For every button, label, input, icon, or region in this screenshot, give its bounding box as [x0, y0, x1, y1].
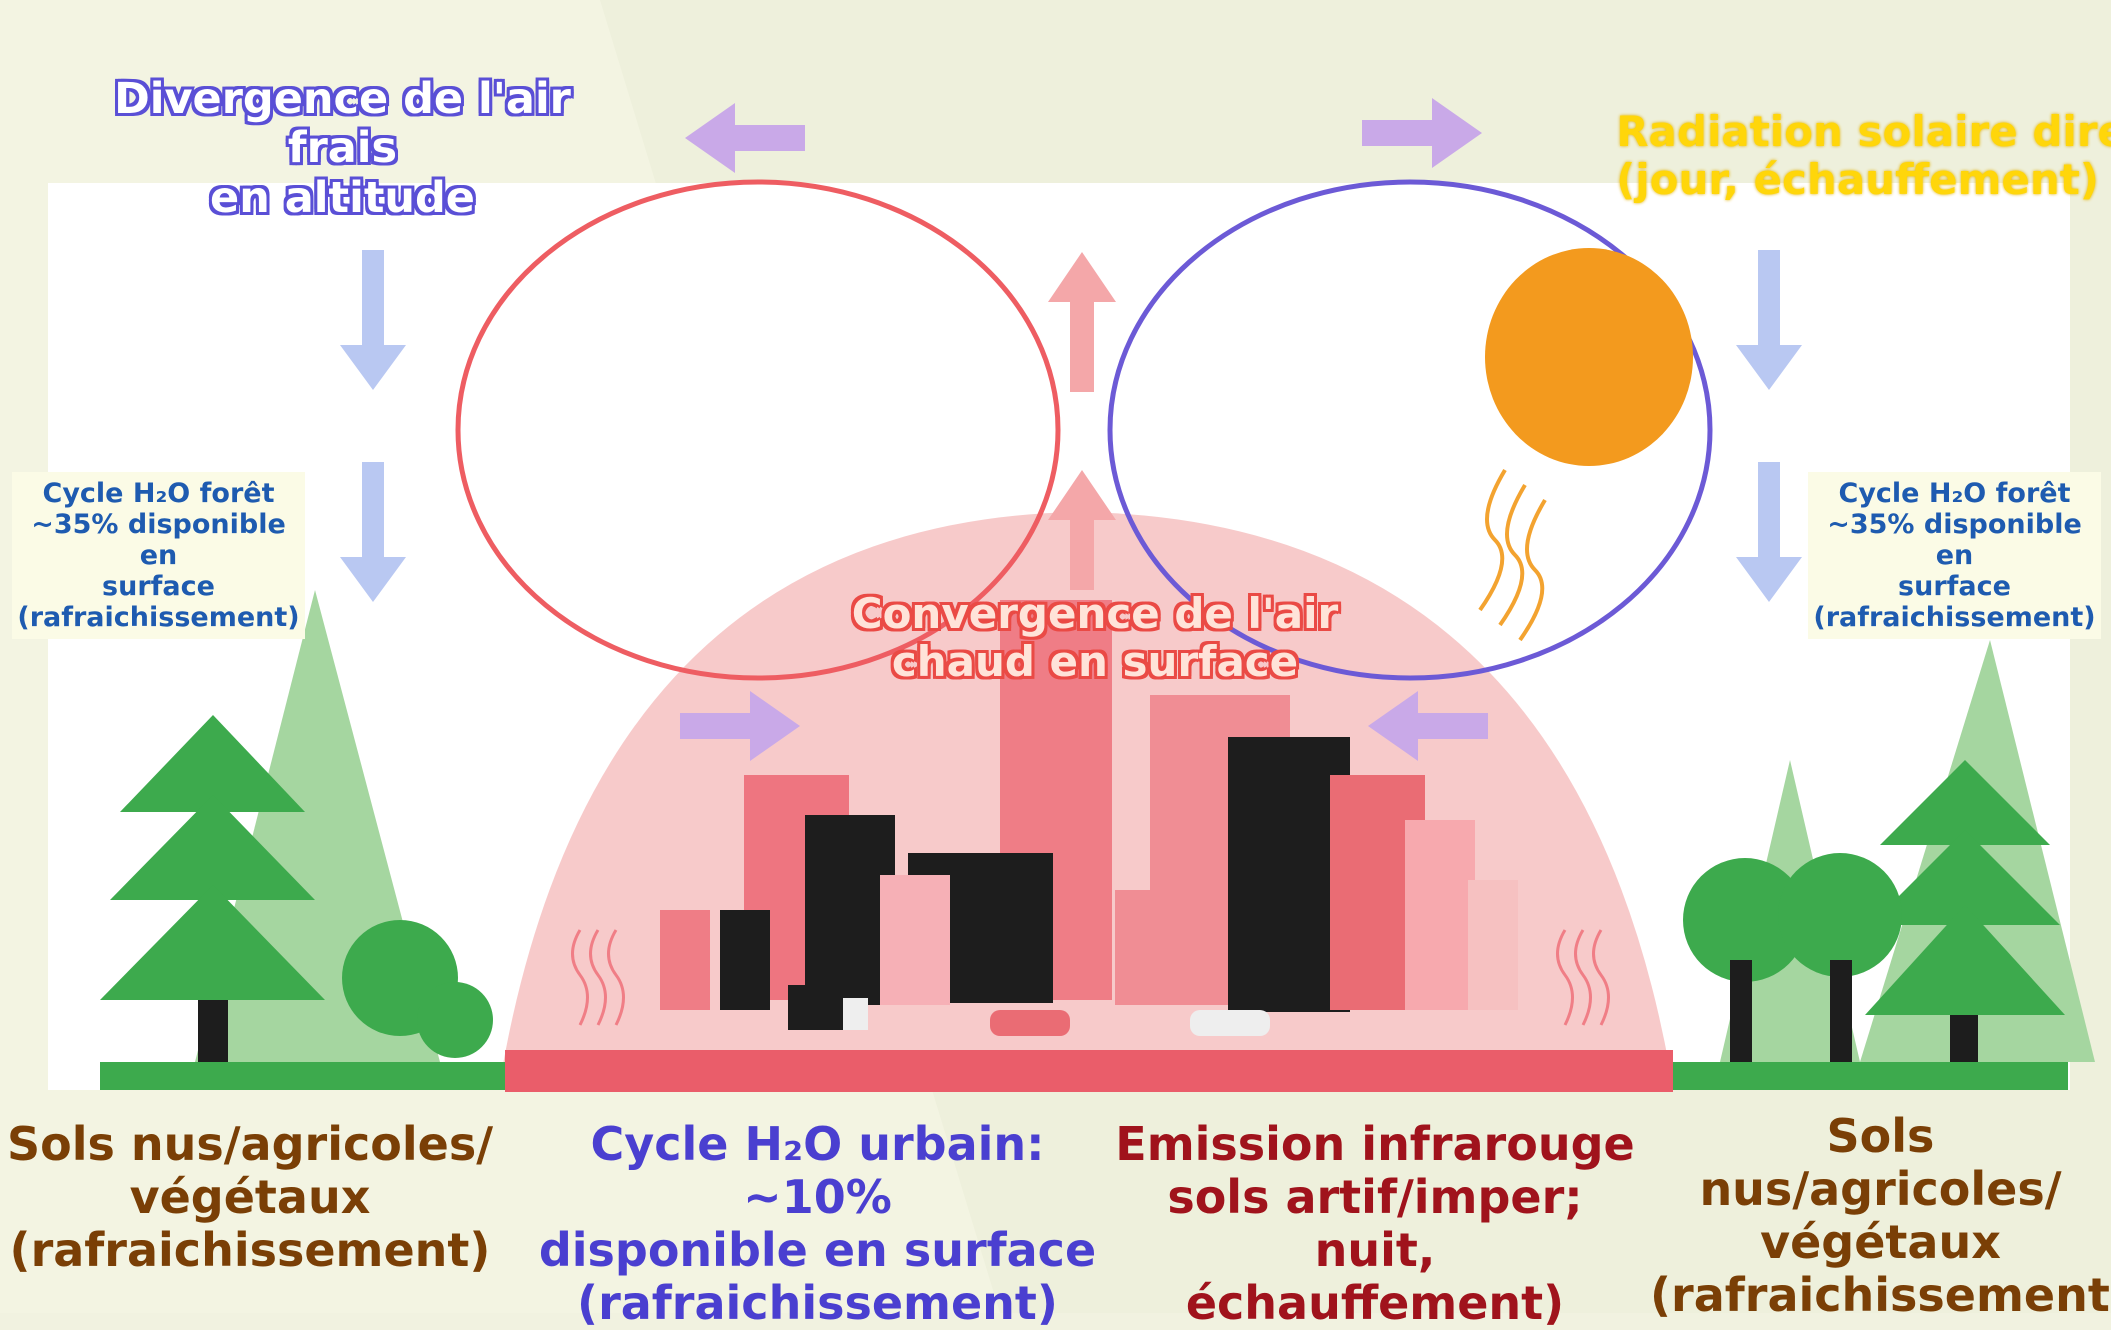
soils-right-label: Sols nus/agricoles/ végétaux (rafraichis…	[1650, 1109, 2111, 1322]
warm-air-loop	[455, 179, 1061, 681]
urban-ground	[505, 1050, 1673, 1092]
infrared-label: Emission infrarouge sols artif/imper; nu…	[1115, 1117, 1635, 1330]
tree-icon	[1683, 640, 2095, 1062]
arrow-icon	[1048, 252, 1116, 590]
divergence-label: Divergence de l'air frais en altitude	[114, 74, 571, 223]
arrow-icon	[680, 98, 1488, 761]
forest-cycle-left-label: Cycle H₂O forêt ~35% disponible en surfa…	[12, 472, 305, 640]
tree-icon	[100, 590, 493, 1062]
soils-left-label: Sols nus/agricoles/ végétaux (rafraichis…	[6, 1117, 493, 1277]
radiation-label: Radiation solaire direct (jour, échauffe…	[1616, 107, 2111, 205]
truck-icon	[788, 985, 868, 1030]
car-icon	[990, 1010, 1270, 1036]
heat-wave-icon	[1478, 468, 1547, 642]
green-ground-left	[100, 1062, 505, 1090]
heat-wave-icon	[571, 929, 1610, 1026]
building-icon	[660, 600, 1518, 1012]
cool-air-loop	[1107, 179, 1713, 681]
arrow-icon	[340, 250, 1802, 602]
green-ground-right	[1673, 1062, 2068, 1090]
convergence-label: Convergence de l'air chaud en surface	[851, 589, 1339, 687]
urban-cycle-label: Cycle H₂O urbain: ~10% disponible en sur…	[538, 1117, 1097, 1330]
sun-icon	[1485, 248, 1693, 466]
forest-cycle-right-label: Cycle H₂O forêt ~35% disponible en surfa…	[1808, 472, 2101, 640]
